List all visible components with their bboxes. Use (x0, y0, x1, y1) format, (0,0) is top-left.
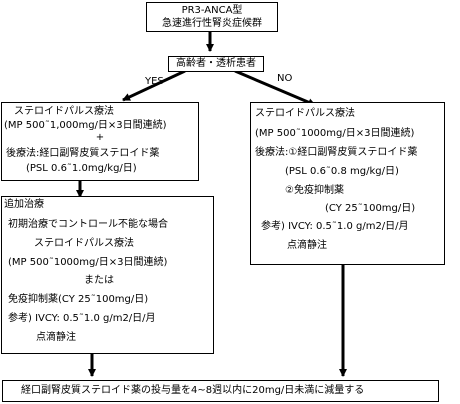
left-line-4: 後療法:経口副腎皮質ステロイド薬 (6, 148, 160, 159)
right-line-7: 参考) IVCY: 0.5˜1.0 g/m2/日/月 (261, 221, 409, 232)
additional-line-2: ステロイドパルス療法 (34, 238, 134, 249)
arrow-no (234, 69, 316, 107)
additional-line-6: 参考) IVCY: 0.5˜1.0 g/m2/日/月 (8, 313, 156, 324)
additional-line-1: 初期治療でコントロール不能な場合 (8, 219, 168, 230)
arrow-yes (122, 69, 186, 102)
right-line-2: (MP 500˜1000mg/日×3日間連続) (255, 128, 415, 139)
right-line-1: ステロイドパルス療法 (255, 108, 355, 119)
decision-box: 高齢者・透析患者 (168, 56, 264, 72)
right-line-8: 点滴静注 (287, 240, 327, 251)
left-line-1: ステロイドパルス療法 (14, 106, 114, 117)
right-line-3: 後療法:①経口副腎皮質ステロイド薬 (255, 147, 418, 158)
yes-label: YES (145, 76, 164, 87)
left-line-5: (PSL 0.6˜1.0mg/kg/日) (26, 163, 137, 174)
additional-line-3: (MP 500˜1000mg/日×3日間連続) (8, 257, 168, 268)
additional-line-5: 免疫抑制薬(CY 25˜100mg/日) (8, 294, 149, 305)
left-treatment-box: ステロイドパルス療法 (MP 500˜1,000mg/日×3日間連続) + 後療… (1, 102, 199, 181)
bottom-label: 経口副腎皮質ステロイド薬の投与量を4~8週以内に20mg/日未満に減量する (21, 385, 365, 396)
title-line-1: PR3-ANCA型 (181, 5, 243, 16)
title-line-2: 急速進行性腎炎症候群 (162, 18, 262, 29)
right-line-6: (CY 25˜100mg/日) (325, 203, 416, 214)
left-line-3: + (95, 132, 105, 143)
additional-line-4: または (84, 275, 114, 286)
additional-treatment-box: 追加治療 初期治療でコントロール不能な場合 ステロイドパルス療法 (MP 500… (1, 196, 214, 354)
right-line-4: (PSL 0.6˜0.8 mg/kg/日) (285, 166, 399, 177)
title-box: PR3-ANCA型 急速進行性腎炎症候群 (146, 2, 278, 32)
bottom-box: 経口副腎皮質ステロイド薬の投与量を4~8週以内に20mg/日未満に減量する (2, 380, 439, 402)
left-line-2: (MP 500˜1,000mg/日×3日間連続) (4, 120, 167, 131)
decision-label: 高齢者・透析患者 (176, 58, 256, 69)
additional-line-7: 点滴静注 (36, 332, 76, 343)
no-label: NO (277, 73, 293, 84)
right-line-5: ②免疫抑制薬 (285, 185, 344, 196)
additional-header: 追加治療 (4, 199, 44, 210)
right-treatment-box: ステロイドパルス療法 (MP 500˜1000mg/日×3日間連続) 後療法:①… (250, 102, 445, 265)
